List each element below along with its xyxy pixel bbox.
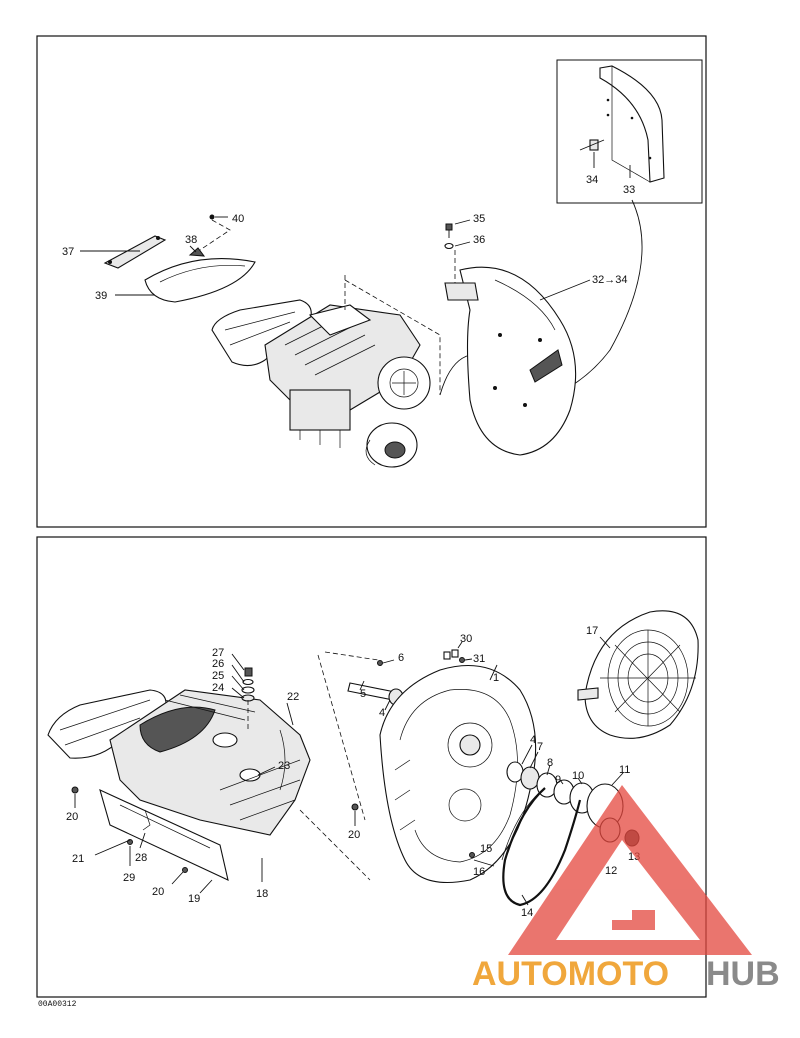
fastener-38 xyxy=(188,247,206,257)
callout-20-right: 20 xyxy=(348,829,360,841)
callout-27: 27 xyxy=(212,647,224,659)
bottom-panel-frame xyxy=(36,536,707,998)
watermark-text-auto: AUTOMOTO xyxy=(472,955,669,993)
guide-line-2 xyxy=(344,279,441,395)
callout-16: 16 xyxy=(473,866,485,878)
watermark-logo xyxy=(508,785,752,955)
callout-34-inset: 34 xyxy=(586,174,598,186)
fan-cowl: 32→34 xyxy=(444,266,627,456)
callout-32-34: 32→34 xyxy=(592,274,627,286)
callout-11: 11 xyxy=(619,764,630,776)
callout-25: 25 xyxy=(212,670,224,682)
cowl-bracket xyxy=(444,282,479,301)
watermark-triangle xyxy=(508,785,752,955)
callout-19: 19 xyxy=(188,893,200,905)
callout-38: 38 xyxy=(185,234,197,246)
fan-guard xyxy=(584,610,699,739)
inset-frame xyxy=(556,59,703,204)
callout-35: 35 xyxy=(473,213,485,225)
callout-29: 29 xyxy=(123,872,135,884)
bottom-guide-3 xyxy=(299,809,371,881)
support-19 xyxy=(99,789,229,881)
upper-shroud-parts: 40 37 38 39 xyxy=(62,213,256,303)
shroud-logo-area xyxy=(139,706,216,753)
fan-cover-17: 17 xyxy=(577,610,699,739)
callout-20-left: 20 xyxy=(66,811,78,823)
callout-15: 15 xyxy=(480,843,492,855)
shaft-5 xyxy=(347,682,396,701)
callout-30: 30 xyxy=(460,633,472,645)
callout-4-left: 4 xyxy=(379,707,385,719)
watermark-text-hub: HUB xyxy=(706,955,780,993)
hardware-stack-24-27: 27 26 25 24 xyxy=(212,647,255,730)
callout-24: 24 xyxy=(212,682,224,694)
callout-37: 37 xyxy=(62,246,74,258)
callout-21: 21 xyxy=(72,853,84,865)
callout-33: 33 xyxy=(623,184,635,196)
pulley-stack: 4 7 8 9 10 11 12 13 xyxy=(506,734,640,877)
top-panel-frame xyxy=(36,35,707,528)
callout-14: 14 xyxy=(521,907,533,919)
fasteners-35-36: 35 36 xyxy=(444,213,485,250)
callout-26: 26 xyxy=(212,658,224,670)
grommet-23 xyxy=(239,768,261,782)
bottom-panel: 27 26 25 24 22 23 20 20 21 28 29 20 19 1… xyxy=(36,536,707,998)
housing-1: 1 xyxy=(379,664,537,884)
callout-12: 12 xyxy=(605,865,617,877)
cowl-logo-patch xyxy=(529,349,563,383)
engine-lower xyxy=(289,389,351,431)
callout-9: 9 xyxy=(555,774,561,786)
cable-line xyxy=(439,354,471,396)
callout-17: 17 xyxy=(586,625,598,637)
callout-22: 22 xyxy=(287,691,299,703)
clip-part xyxy=(589,139,599,151)
document-code: 00A00312 xyxy=(38,1000,77,1009)
callout-39: 39 xyxy=(95,290,107,302)
cover-39 xyxy=(144,258,256,303)
top-panel: 34 33 40 37 38 39 xyxy=(36,35,707,528)
fasteners-30-31: 30 31 xyxy=(443,633,485,665)
inset-box: 34 33 xyxy=(556,59,703,204)
engine-assembly-top xyxy=(211,299,431,468)
fan-shroud-assembly xyxy=(47,689,359,881)
callout-28: 28 xyxy=(135,852,147,864)
callout-31: 31 xyxy=(473,653,485,665)
callout-23: 23 xyxy=(278,760,290,772)
callout-36: 36 xyxy=(473,234,485,246)
drive-belt-14 xyxy=(502,787,582,907)
callout-6: 6 xyxy=(398,652,404,664)
bottom-guide-1 xyxy=(317,654,366,821)
callout-18: 18 xyxy=(256,888,268,900)
housing-body xyxy=(379,664,537,884)
callout-8: 8 xyxy=(547,757,553,769)
callout-20-bottom: 20 xyxy=(152,886,164,898)
heat-shield-plate xyxy=(599,65,665,183)
cowl-body xyxy=(459,266,577,456)
bracket-37 xyxy=(103,235,167,269)
bottom-guide-2 xyxy=(324,651,379,661)
callout-5: 5 xyxy=(360,688,366,700)
callout-1: 1 xyxy=(493,672,499,684)
callout-40: 40 xyxy=(232,213,244,225)
intake-duct xyxy=(47,689,167,759)
callout-10: 10 xyxy=(572,770,584,782)
plate-edge xyxy=(611,66,651,183)
callout-7: 7 xyxy=(537,741,543,753)
callout-4-right: 4 xyxy=(530,734,536,746)
